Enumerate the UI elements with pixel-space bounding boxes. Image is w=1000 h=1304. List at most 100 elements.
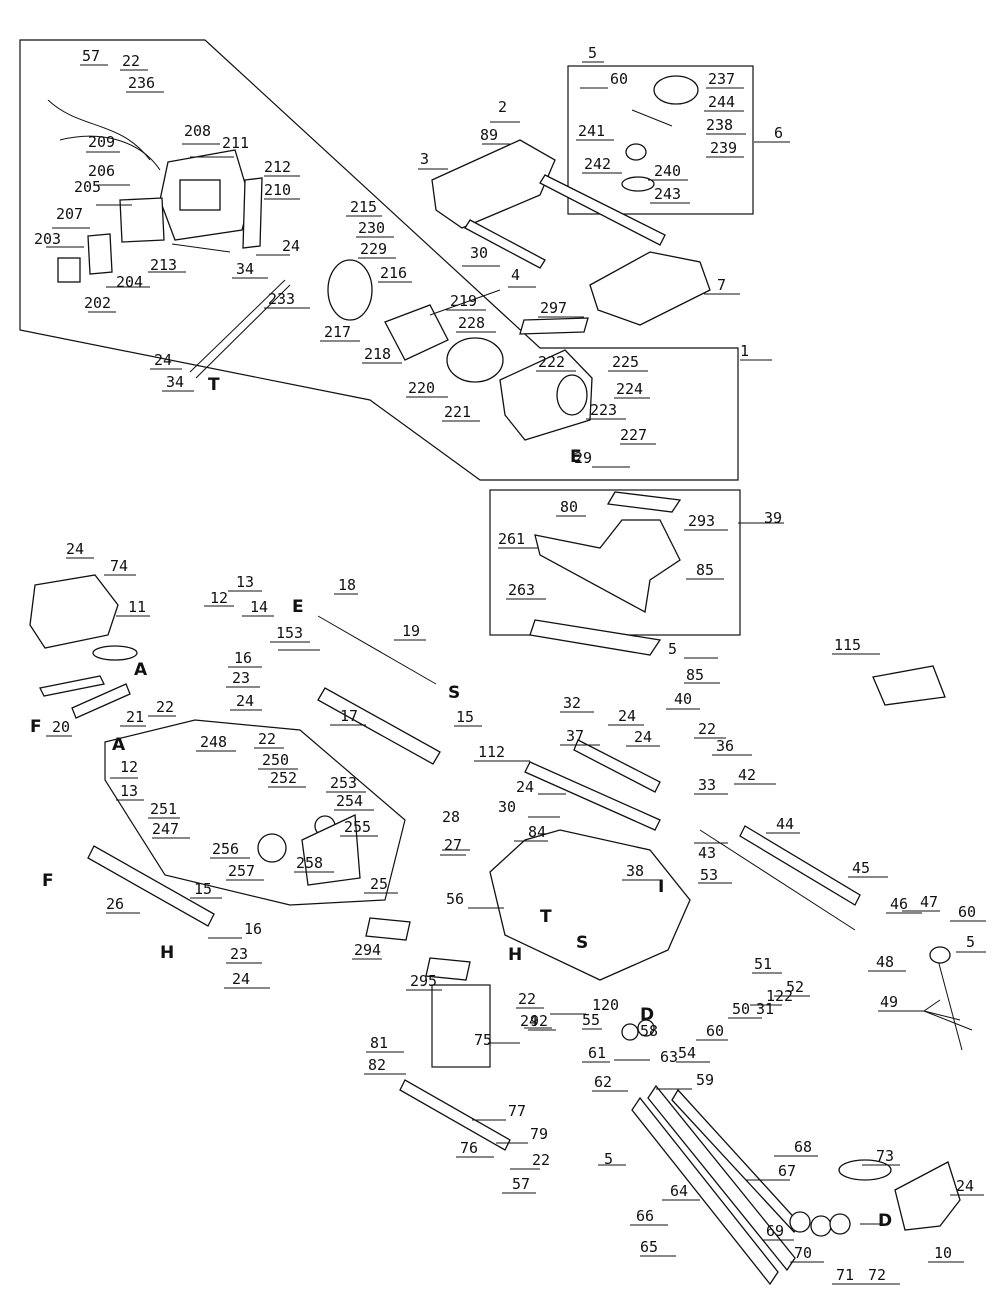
- part-label: 18: [338, 576, 356, 594]
- part-label: 293: [688, 512, 715, 530]
- part-label: 24: [232, 970, 250, 988]
- part-label: 24: [282, 237, 300, 255]
- part-label: 30: [498, 798, 516, 816]
- part-label: 56: [446, 890, 464, 908]
- reference-letter: H: [160, 943, 174, 963]
- part-label: 6: [774, 124, 783, 142]
- part-label: 236: [128, 74, 155, 92]
- part-label: 243: [654, 185, 681, 203]
- part-label: 209: [88, 133, 115, 151]
- part-label: 64: [670, 1182, 688, 1200]
- part-label: 89: [480, 126, 498, 144]
- part-label: 51: [754, 955, 772, 973]
- part-label: 34: [236, 260, 254, 278]
- part-label: 257: [228, 862, 255, 880]
- part-label: 248: [200, 733, 227, 751]
- part-label: 81: [370, 1034, 388, 1052]
- part-label: 63: [660, 1048, 678, 1066]
- part-label: 14: [250, 598, 268, 616]
- part-label: 22: [698, 720, 716, 738]
- part-label: 115: [834, 636, 861, 654]
- part-label: 237: [708, 70, 735, 88]
- part-label: 32: [563, 694, 581, 712]
- bracket-75-frame: [431, 984, 491, 1068]
- part-label: 70: [794, 1244, 812, 1262]
- part-label: 230: [358, 219, 385, 237]
- part-label: 27: [444, 836, 462, 854]
- part-label: 207: [56, 205, 83, 223]
- part-label: 12: [120, 758, 138, 776]
- reference-letter: H: [508, 945, 522, 965]
- part-label: 62: [594, 1073, 612, 1091]
- reference-letters: A A D D E E F F H H I S S T T: [30, 375, 892, 1231]
- part-label: 258: [296, 854, 323, 872]
- part-label: 24: [618, 707, 636, 725]
- part-label: 247: [152, 820, 179, 838]
- part-label: 79: [530, 1125, 548, 1143]
- part-label: 2: [498, 98, 507, 116]
- motor-assembly-frame: [19, 39, 739, 481]
- part-label: 22: [156, 698, 174, 716]
- handle-assembly-frame: [567, 65, 754, 215]
- part-label: 60: [706, 1022, 724, 1040]
- part-label: 24: [634, 728, 652, 746]
- part-label: 3: [420, 150, 429, 168]
- part-label: 26: [106, 895, 124, 913]
- part-label: 82: [368, 1056, 386, 1074]
- part-label: 4: [511, 266, 520, 284]
- part-label: 73: [876, 1147, 894, 1165]
- part-label: 297: [540, 299, 567, 317]
- part-label: 206: [88, 162, 115, 180]
- part-label: 71: [836, 1266, 854, 1284]
- part-label: 112: [478, 743, 505, 761]
- part-label: 85: [696, 561, 714, 579]
- reference-letter: D: [640, 1005, 654, 1025]
- part-label: 60: [610, 70, 628, 88]
- part-label: 60: [958, 903, 976, 921]
- part-label: 19: [402, 622, 420, 640]
- part-label: 58: [640, 1022, 658, 1040]
- part-label: 22: [532, 1151, 550, 1169]
- part-label: 202: [84, 294, 111, 312]
- reference-letter: A: [112, 735, 126, 755]
- part-label: 211: [222, 134, 249, 152]
- part-label: 24: [516, 778, 534, 796]
- part-label: 120: [592, 996, 619, 1014]
- part-label: 220: [408, 379, 435, 397]
- part-label: 57: [512, 1175, 530, 1193]
- reference-letter: E: [570, 447, 582, 467]
- part-label: 15: [194, 880, 212, 898]
- part-label: 57: [82, 47, 100, 65]
- reference-letter: I: [658, 877, 664, 897]
- part-label: 254: [336, 792, 363, 810]
- part-label: 36: [716, 737, 734, 755]
- part-label: 37: [566, 727, 584, 745]
- part-label: 294: [354, 941, 381, 959]
- part-label: 238: [706, 116, 733, 134]
- part-label: 5: [588, 44, 597, 62]
- part-label: 50: [732, 1000, 750, 1018]
- part-label: 76: [460, 1139, 478, 1157]
- part-label: 48: [876, 953, 894, 971]
- part-label: 45: [852, 859, 870, 877]
- part-label: 215: [350, 198, 377, 216]
- reference-letter: A: [134, 660, 148, 680]
- part-label: 21: [126, 708, 144, 726]
- part-label: 43: [698, 844, 716, 862]
- part-label: 38: [626, 862, 644, 880]
- part-label: 24: [66, 540, 84, 558]
- part-label: 30: [470, 244, 488, 262]
- part-label: 85: [686, 666, 704, 684]
- part-label: 244: [708, 93, 735, 111]
- part-label: 250: [262, 751, 289, 769]
- part-label: 44: [776, 815, 794, 833]
- part-label: 208: [184, 122, 211, 140]
- part-label: 212: [264, 158, 291, 176]
- part-label: 216: [380, 264, 407, 282]
- part-label: 49: [880, 993, 898, 1011]
- part-label: 24: [520, 1012, 538, 1030]
- part-label: 240: [654, 162, 681, 180]
- part-label: 251: [150, 800, 177, 818]
- part-label: 233: [268, 290, 295, 308]
- part-label: 241: [578, 122, 605, 140]
